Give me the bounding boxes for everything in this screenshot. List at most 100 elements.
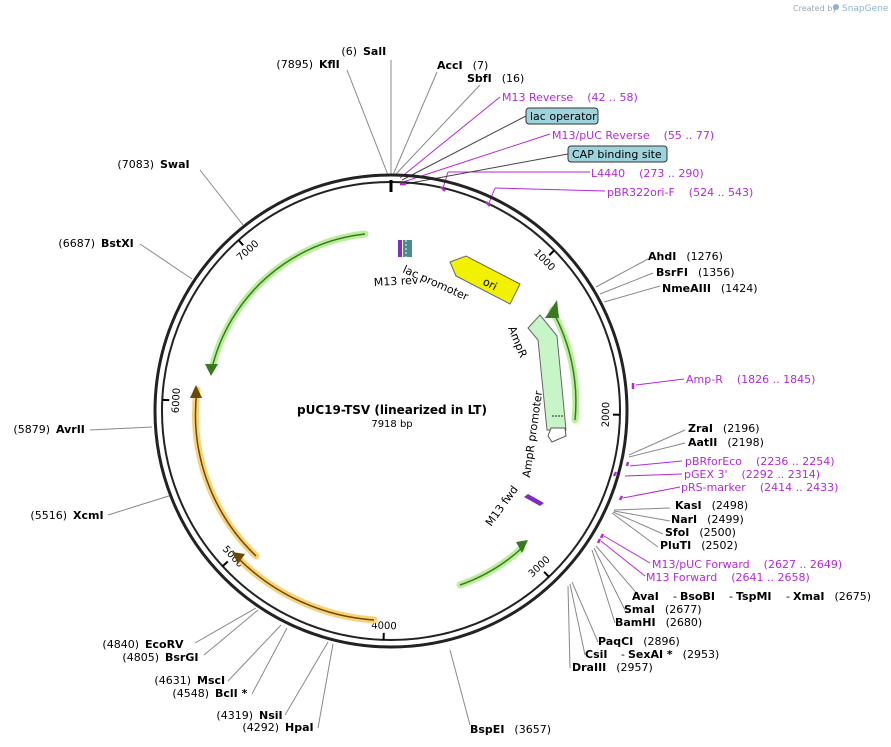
enzyme-hpai-position: (4292) xyxy=(242,721,279,734)
primer-pbrforeco-range: (2236 .. 2254) xyxy=(756,455,835,468)
enzyme-pluti-position: (2502) xyxy=(701,539,738,552)
enzyme-bsrgi-label: BsrGI xyxy=(165,651,198,664)
enzyme-zrai-position: (2196) xyxy=(723,422,760,435)
primer-m13forward-range: (2641 .. 2658) xyxy=(731,571,810,584)
enzyme-swai-position: (7083) xyxy=(117,158,154,171)
enzyme-msci-label: MscI xyxy=(197,674,225,687)
enzyme-sfoi-label: SfoI xyxy=(665,526,689,539)
ruler-label-2000: 2000 xyxy=(601,402,612,428)
enzyme-bcli-label: BclI * xyxy=(215,687,248,700)
enzyme-aatii-position: (2198) xyxy=(727,436,764,449)
ampr-promoter-label: AmpR promoter xyxy=(520,390,545,479)
enzyme-nmeaiii-position: (1424) xyxy=(721,282,758,295)
credit-brand: SnapGene xyxy=(842,4,889,14)
orf-left-top-arrow xyxy=(205,364,218,376)
enzyme-bspei-position: (3657) xyxy=(514,723,551,736)
enzyme-csii-label: CsiI xyxy=(585,648,607,661)
plasmid-length: 7918 bp xyxy=(371,419,412,430)
enzyme-sbfi-label: SbfI xyxy=(467,72,492,85)
enzyme-pluti-label: PluTI xyxy=(660,539,691,552)
m13-fwd-label: M13 fwd xyxy=(483,483,521,528)
enzyme-kfli-label: KflI xyxy=(319,58,340,71)
enzyme-nari-label: NarI xyxy=(671,513,697,526)
enzyme-sbfi-position: (16) xyxy=(502,72,525,85)
primer-leader-lines xyxy=(399,96,685,577)
orf-left-top-line xyxy=(211,233,366,369)
ruler-label-7000: 7000 xyxy=(235,238,261,263)
ampr-label: AmpR xyxy=(505,324,529,360)
enzyme-xmai-label: XmaI xyxy=(793,590,824,603)
lac-operator-box xyxy=(525,107,599,125)
enzyme-ecorv-position: (4840) xyxy=(102,638,139,651)
ruler-label-6000: 6000 xyxy=(171,388,183,414)
ruler-tick-7000 xyxy=(237,239,244,247)
enzyme-nari-position: (2499) xyxy=(707,513,744,526)
enzyme-ahdi-label: AhdI xyxy=(648,250,676,263)
primer-pgex3-label: pGEX 3' xyxy=(684,468,728,481)
enzyme-kasi-position: (2498) xyxy=(712,499,749,512)
enzyme-sfoi-position: (2500) xyxy=(699,526,736,539)
primer-pbr322orif-range: (524 .. 543) xyxy=(689,186,754,199)
primer-m13pucforward-range: (2627 .. 2649) xyxy=(764,558,843,571)
enzyme-bamhi-label: BamHI xyxy=(615,616,656,629)
enzyme-nsii-label: NsiI xyxy=(259,709,283,722)
enzyme-ahdi-position: (1276) xyxy=(686,250,723,263)
orf-left-orange-arrow xyxy=(190,385,202,398)
primer-m13reverse-range: (42 .. 58) xyxy=(587,91,638,104)
enzyme-zrai-label: ZraI xyxy=(688,422,713,435)
enzyme-bcli-position: (4548) xyxy=(172,687,209,700)
primer-prsmarker-range: (2414 .. 2433) xyxy=(760,481,839,494)
primer-m13reverse-label: M13 Reverse xyxy=(502,91,573,104)
enzyme-msci-position: (4631) xyxy=(154,674,191,687)
enzyme-ecorv-label: EcoRV xyxy=(145,638,184,651)
enzyme-separator-3: - xyxy=(621,648,625,661)
enzyme-hpai-label: HpaI xyxy=(285,721,314,734)
primer-pgex3-range: (2292 .. 2314) xyxy=(742,468,821,481)
ori-label: ori xyxy=(481,275,500,293)
ruler-tick-1000 xyxy=(548,249,555,257)
ruler-tick-5000 xyxy=(221,560,229,567)
enzyme-avrii-position: (5879) xyxy=(13,423,50,436)
m13-rev-label: M13 rev xyxy=(373,274,419,289)
enzyme-bstxi-label: BstXI xyxy=(101,237,134,250)
primer-m13pucforward-label: M13/pUC Forward xyxy=(652,558,750,571)
orf-bottom-right xyxy=(456,544,526,589)
ori-feature xyxy=(449,255,521,305)
orf-right-top-arrow xyxy=(545,300,559,318)
enzyme-draiii-position: (2957) xyxy=(616,661,653,674)
orf-bottom-orange-arrow xyxy=(232,552,245,564)
primer-m13pucreverse-label: M13/pUC Reverse xyxy=(552,129,650,142)
snapgene-logo-icon xyxy=(833,4,839,10)
enzyme-nsii-position: (4319) xyxy=(216,709,253,722)
primer-labels: M13 Reverse (42 .. 58) M13/pUC Reverse (55 … xyxy=(502,91,842,584)
enzyme-bamhi-position: (2680) xyxy=(666,616,703,629)
enzyme-nmeaiii-label: NmeAIII xyxy=(662,282,711,295)
enzyme-bsrgi-position: (4805) xyxy=(122,651,159,664)
ampr-feature xyxy=(527,314,567,431)
enzyme-separator-1: - xyxy=(729,590,733,603)
primer-m13pucreverse-range: (55 .. 77) xyxy=(664,129,715,142)
credit-created-by: Created by xyxy=(793,4,837,13)
primer-pbr322orif-label: pBR322ori-F xyxy=(607,186,675,199)
cap-binding-site-box-label: CAP binding site xyxy=(572,148,662,161)
enzyme-kfli-position: (7895) xyxy=(276,58,313,71)
enzyme-smai-position: (2677) xyxy=(665,603,702,616)
primer-m13forward-label: M13 Forward xyxy=(646,571,717,584)
primer-marks xyxy=(400,182,635,544)
enzyme-swai-label: SwaI xyxy=(160,158,190,171)
enzyme-avai-label: AvaI xyxy=(632,590,659,603)
orf-bottom-right-line xyxy=(459,547,523,586)
primer-ampr-range: (1826 .. 1845) xyxy=(737,373,816,386)
enzyme-xcmi-position: (5516) xyxy=(30,509,67,522)
enzyme-separator-2: - xyxy=(786,590,790,603)
enzyme-bstxi-position: (6687) xyxy=(58,237,95,250)
enzyme-sali-position: (6) xyxy=(341,45,357,58)
m13-fwd-feature xyxy=(524,494,544,506)
enzyme-smai-label: SmaI xyxy=(624,603,655,616)
enzyme-paqci-position: (2896) xyxy=(643,635,680,648)
orf-bottom-orange xyxy=(236,556,378,624)
m13-rev-feature xyxy=(398,240,402,257)
leader-lines xyxy=(89,60,686,729)
